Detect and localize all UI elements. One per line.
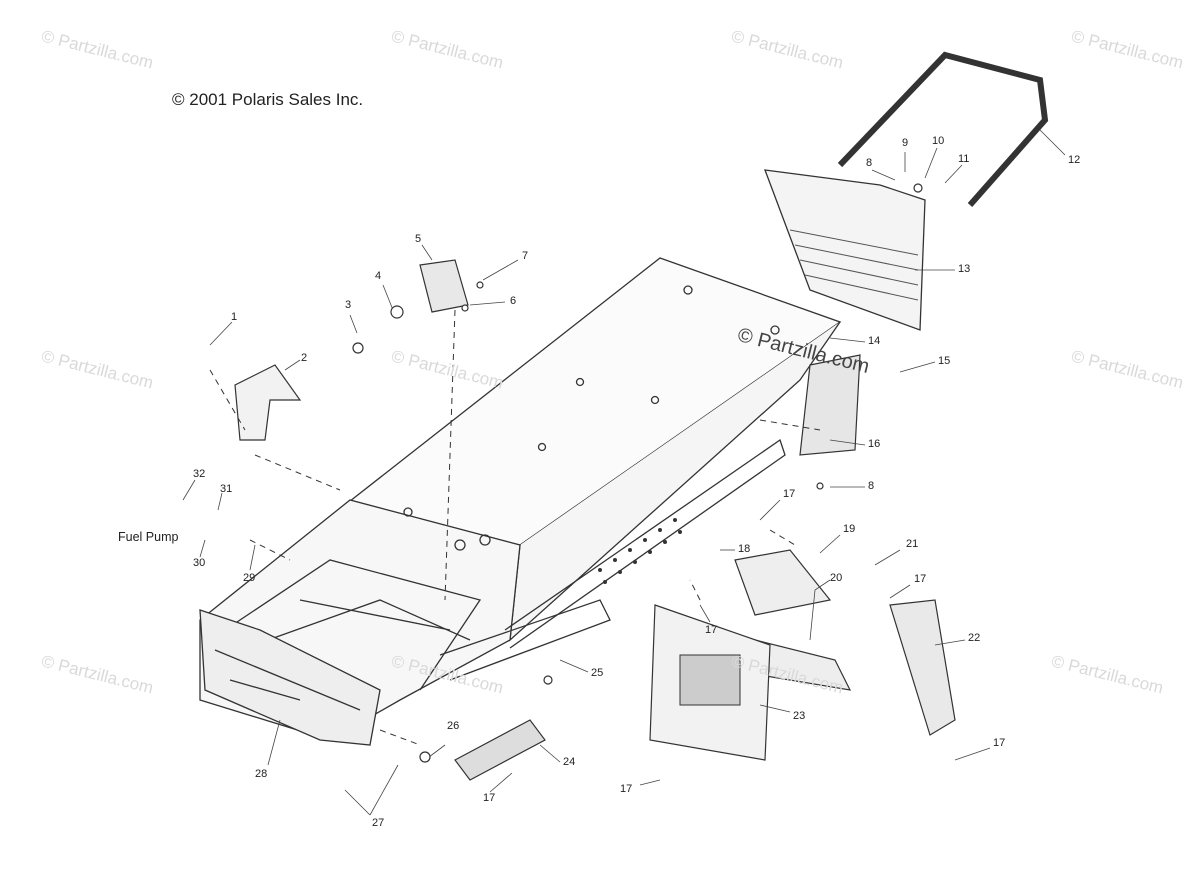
callout-number: 19 <box>843 523 856 535</box>
callout-number: 17 <box>705 624 718 636</box>
fuel-pump-label: Fuel Pump <box>118 530 179 544</box>
callout-number: 10 <box>932 135 945 147</box>
callout-number: 24 <box>563 756 576 768</box>
callout-number: 15 <box>938 355 951 367</box>
callout-number: 20 <box>830 572 843 584</box>
callout-number: 28 <box>255 768 268 780</box>
callout-number: 17 <box>483 792 496 804</box>
callout-number: 12 <box>1068 154 1081 166</box>
tunnel-perforations <box>598 518 682 584</box>
skid-plate-24 <box>454 719 546 781</box>
callout-number: 21 <box>906 538 919 550</box>
chassis-frame <box>199 257 842 746</box>
fasteners <box>352 183 923 763</box>
callout-number: 14 <box>868 335 881 347</box>
leader-lines <box>209 309 821 746</box>
callout-number: 22 <box>968 632 981 644</box>
callout-number: 25 <box>591 667 604 679</box>
callout-number: 8 <box>868 480 875 492</box>
callout-number: 11 <box>958 153 970 165</box>
callout-number: 26 <box>447 720 460 732</box>
snow-flap <box>764 169 926 331</box>
guard-22 <box>889 599 956 736</box>
callout-number: 23 <box>793 710 806 722</box>
snow-flap-slats <box>789 229 919 301</box>
bracket-5 <box>419 259 469 313</box>
callout-number: 29 <box>243 572 256 584</box>
callout-number: 17 <box>620 783 633 795</box>
callout-number: 9 <box>902 137 909 149</box>
callout-number: 27 <box>372 817 385 829</box>
callout-number: 6 <box>510 295 517 307</box>
callout-number: 31 <box>220 483 233 495</box>
callout-number: 18 <box>738 543 751 555</box>
running-board-16 <box>799 354 861 456</box>
callout-number: 3 <box>345 299 352 311</box>
callout-number: 8 <box>866 157 873 169</box>
rear-bumper <box>837 51 1049 207</box>
bracket-2 <box>234 364 302 441</box>
callout-number: 5 <box>415 233 422 245</box>
callout-leaders <box>182 129 1066 816</box>
callout-number: 4 <box>375 270 382 282</box>
copyright-notice: © 2001 Polaris Sales Inc. <box>172 90 364 109</box>
callout-number: 30 <box>193 557 206 569</box>
callout-number: 17 <box>783 488 796 500</box>
plate-23-window <box>679 654 741 706</box>
callout-number: 1 <box>231 311 238 323</box>
callout-number: 13 <box>958 263 971 275</box>
callout-number: 17 <box>993 737 1006 749</box>
callout-number: 17 <box>914 573 927 585</box>
callout-number: 32 <box>193 468 206 480</box>
callout-number: 7 <box>522 250 529 262</box>
callout-number: 2 <box>301 352 308 364</box>
callout-number: 16 <box>868 438 881 450</box>
footrest-20 <box>734 549 832 616</box>
